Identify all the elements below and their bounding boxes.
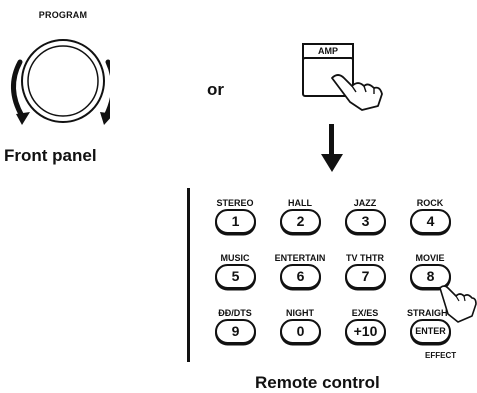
remote-key-button[interactable]: 9	[215, 319, 256, 344]
remote-key-label: NIGHT	[286, 308, 314, 318]
remote-key-label: ROCK	[416, 198, 444, 208]
remote-key-button[interactable]: 5	[215, 264, 256, 289]
remote-key-button[interactable]: 4	[410, 209, 451, 234]
remote-key-button[interactable]: 3	[345, 209, 386, 234]
program-knob[interactable]	[0, 20, 110, 130]
remote-control-caption: Remote control	[255, 373, 380, 392]
rotate-left-arrow-icon	[11, 59, 25, 119]
remote-key-label: ĐĐ/DTS	[218, 308, 252, 318]
remote-key-button[interactable]: 1	[215, 209, 256, 234]
or-text: or	[207, 80, 224, 99]
remote-key-label: EX/ES	[351, 308, 379, 318]
remote-key-button[interactable]: 8	[410, 264, 451, 289]
remote-edge	[187, 188, 190, 362]
remote-key-label: MOVIE	[415, 253, 445, 263]
rotate-right-arrow-icon	[103, 59, 110, 119]
remote-key-button[interactable]: 6	[280, 264, 321, 289]
remote-key-label: STRAIGHT	[407, 308, 453, 318]
remote-key-label: HALL	[288, 198, 312, 208]
remote-key-button[interactable]: ENTER	[410, 319, 451, 344]
remote-key-button[interactable]: 2	[280, 209, 321, 234]
remote-key-label: TV THTR	[346, 253, 384, 263]
front-panel-caption: Front panel	[4, 146, 97, 165]
remote-key-button[interactable]: +10	[345, 319, 386, 344]
remote-key-label: STEREO	[216, 198, 254, 208]
remote-key-button[interactable]: 7	[345, 264, 386, 289]
program-knob-label: PROGRAM	[38, 10, 88, 20]
pressing-hand-icon	[439, 285, 477, 323]
remote-key-button[interactable]: 0	[280, 319, 321, 344]
remote-key-label: ENTERTAIN	[274, 253, 326, 263]
effect-label: EFFECT	[425, 351, 457, 360]
remote-key-label: JAZZ	[353, 198, 377, 208]
remote-key-label: MUSIC	[220, 253, 250, 263]
down-arrow-icon	[321, 124, 343, 172]
pressing-hand-icon	[331, 74, 383, 111]
